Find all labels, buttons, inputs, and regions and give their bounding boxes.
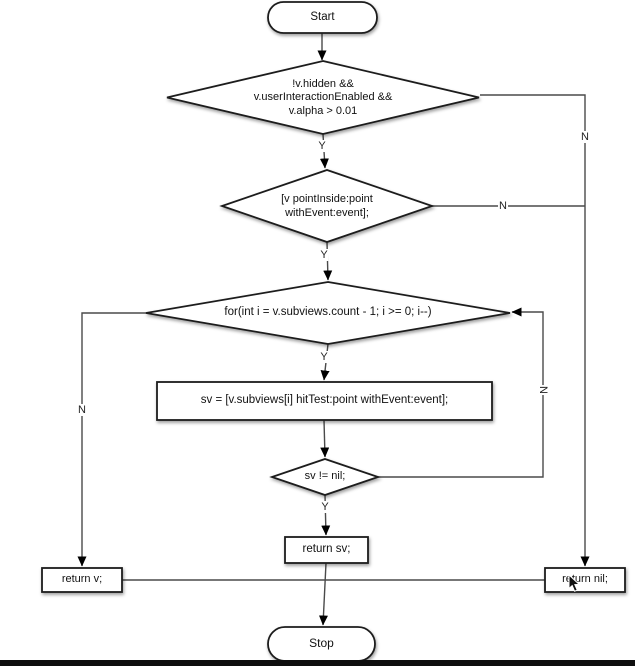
return-sv-rect bbox=[284, 536, 369, 564]
edge-label-no-point-inside: N bbox=[498, 200, 508, 212]
visibility-check-diamond bbox=[166, 60, 480, 135]
node-shapes bbox=[41, 1, 626, 662]
mouse-cursor-icon bbox=[568, 574, 581, 592]
edge-label-yes-sv-not-nil: Y bbox=[320, 501, 330, 513]
bottom-window-edge bbox=[0, 660, 635, 666]
sv-nil-check-diamond bbox=[269, 458, 381, 496]
subview-loop-diamond bbox=[145, 281, 511, 345]
edge-label-yes-point-inside: Y bbox=[319, 249, 329, 261]
edge-visibility-no bbox=[480, 94, 590, 567]
return-v-rect bbox=[41, 567, 123, 593]
edge-label-no-loop: N bbox=[77, 404, 87, 416]
edge-returnsv-to-stop bbox=[318, 562, 328, 626]
start-node-shape bbox=[267, 1, 378, 34]
edge-pointinside-yes bbox=[323, 241, 333, 281]
edge-hittest-to-nilcheck bbox=[320, 419, 330, 458]
hit-test-call-rect bbox=[156, 381, 493, 421]
edge-label-yes-loop: Y bbox=[319, 351, 329, 363]
edge-label-no-visibility: N bbox=[580, 131, 590, 143]
point-inside-diamond bbox=[219, 169, 435, 243]
edge-loop-no bbox=[77, 312, 146, 567]
edge-label-yes-visibility: Y bbox=[317, 140, 327, 152]
edge-label-no-sv-nil: N bbox=[537, 385, 549, 395]
stop-node-shape bbox=[267, 626, 376, 662]
return-nil-rect bbox=[544, 567, 626, 593]
